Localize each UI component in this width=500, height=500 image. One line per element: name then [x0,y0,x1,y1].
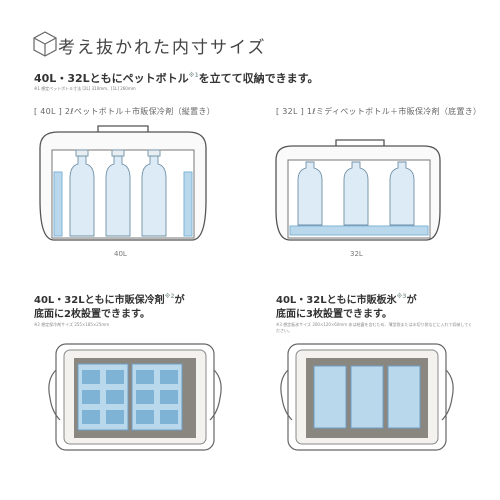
cube-icon [33,31,57,57]
footnote-ref: ※2 [164,293,175,300]
bottle-1l [389,161,415,226]
section2-left-headline: 40L・32Lともに市販保冷剤※2が 底面に2枚設置できます。 [34,290,185,322]
section2-left-line1: 40L・32Lともに市販保冷剤 [34,295,165,306]
bottle-2l [105,149,131,237]
bottle-1l [297,161,323,226]
cooler-top-view-3-slabs [280,343,454,451]
cooler-32l-illustration [275,139,441,241]
panel-32l-label: [ 32L ] 1ℓミディペットボトル＋市販保冷剤（底置き） [276,107,482,116]
section2-right-line1-end: が [406,295,417,306]
footnote-ref: ※1 [188,72,199,79]
section2-left-line1-end: が [174,295,185,306]
panel-40l-caption: 40L [114,250,127,258]
cooler-top-view-2-packs [48,343,222,451]
section1-headline-end: を立てて収納できます。 [198,72,319,85]
page-title: 考え抜かれた内寸サイズ [58,38,267,58]
cooler-40l-illustration [39,125,207,241]
ice-slab [387,365,421,429]
panel-32l-caption: 32L [350,250,363,258]
bottle-2l [69,149,95,237]
section2-left-footnote: ※2 想定保冷剤サイズ 255×185×25mm [34,322,110,327]
section2-right-footnote: ※3 想定板氷サイズ 200×120×60mm 氷は結露を含むため、薄型袋または… [276,322,473,333]
section2-right-line2: 底面に3枚設置できます。 [276,309,392,320]
section1-headline: 40L・32Lともにペットボトル※1を立てて収納できます。 [34,70,319,86]
bottle-2l [141,149,167,237]
ice-pack-right [183,171,193,237]
ice-slab [313,365,347,429]
bottle-1l [343,161,369,226]
section1-footnote: ※1 想定ペットボトル寸法 [2L] 310mm、[1L] 260mm [34,86,136,91]
ice-pack-bottom [289,225,429,236]
panel-40l-label: [ 40L ] 2ℓペットボトル＋市販保冷剤（縦置き） [34,107,216,116]
section2-right-line1: 40L・32Lともに市販板氷 [276,295,397,306]
section2-right-headline: 40L・32Lともに市販板氷※3が 底面に3枚設置できます。 [276,290,417,322]
ice-pack-flat [131,363,183,431]
ice-pack-left [53,171,63,237]
ice-slab [350,365,384,429]
section2-left-line2: 底面に2枚設置できます。 [34,309,150,320]
footnote-ref: ※3 [396,293,407,300]
section1-headline-text: 40L・32Lともにペットボトル [34,72,189,85]
ice-pack-flat [77,363,129,431]
